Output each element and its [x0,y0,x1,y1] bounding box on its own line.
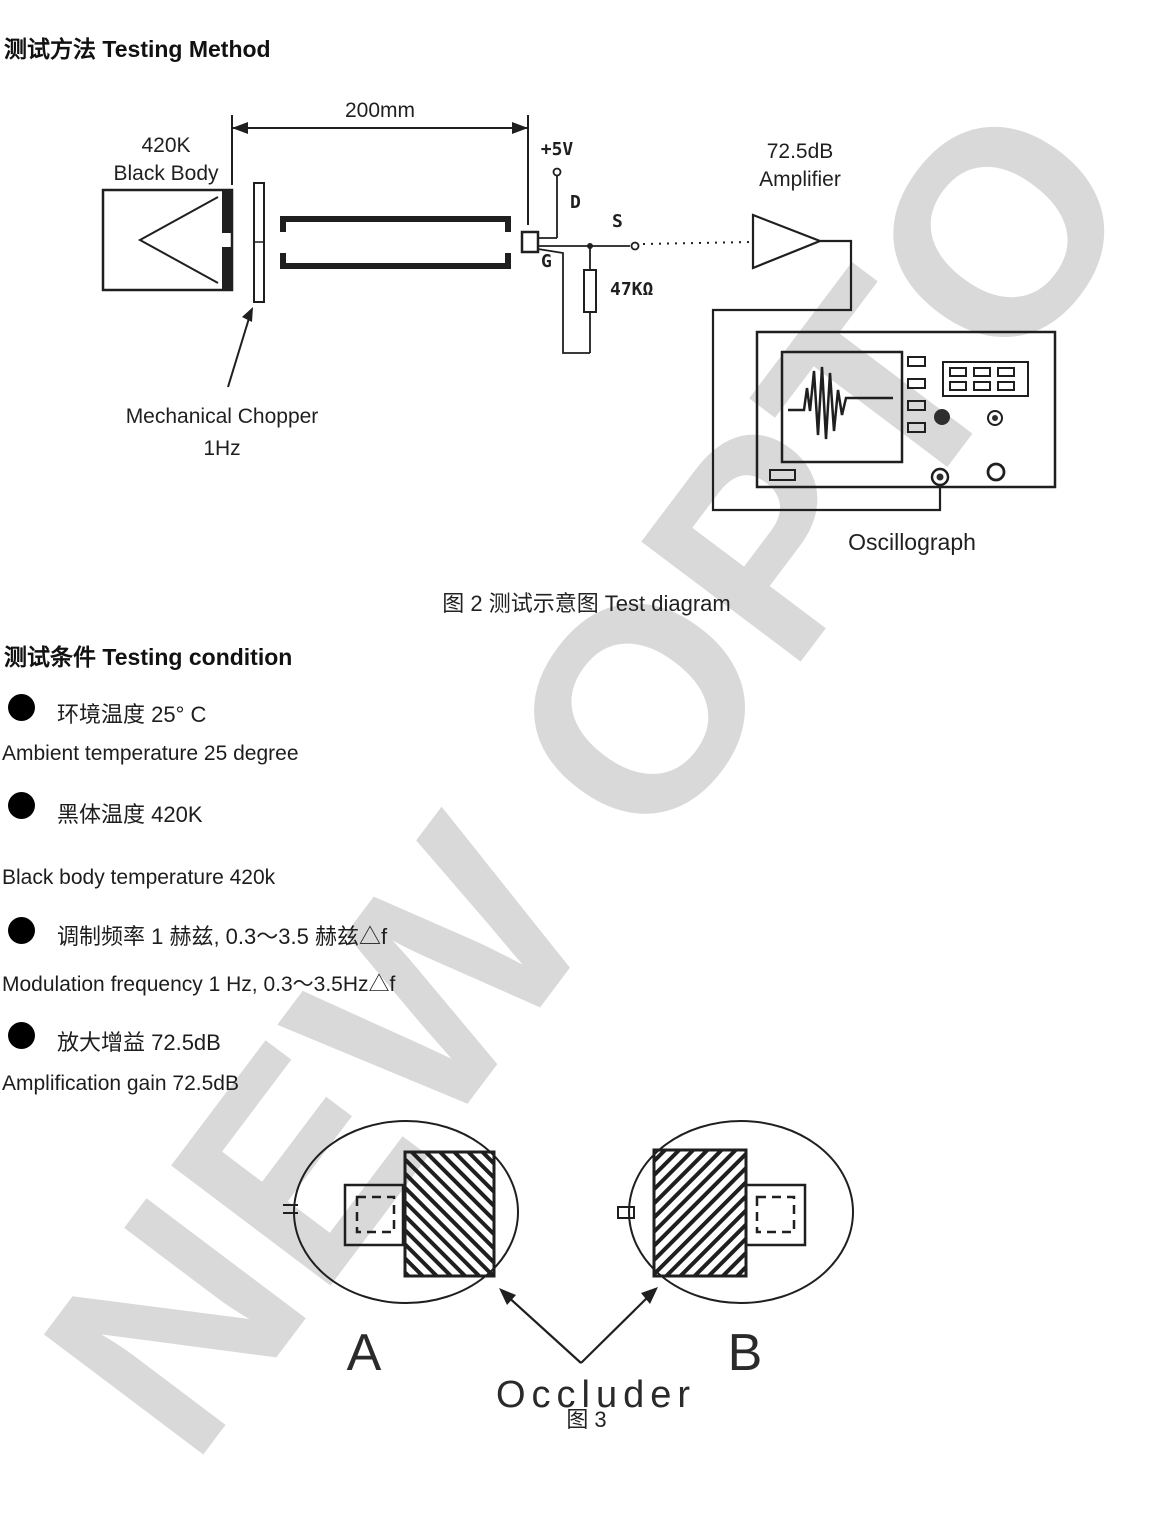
figure3-label-a: A [347,1324,384,1382]
chopper-label-2: 1Hz [203,437,240,460]
figure3-occluder-diagram: A B Occluder [283,1120,854,1415]
oscillograph-screen [780,350,904,464]
sensor-b-window [755,1195,796,1234]
input-connector-knob [930,467,950,487]
figure2-caption: 图 2 测试示意图 Test diagram [442,591,731,616]
distance-label: 200mm [345,99,415,122]
occluder-a [403,1150,496,1278]
occluder-arrows [504,1292,653,1364]
condition-cn-3: 调制频率 1 赫兹, 0.3～3.5 赫兹△f [57,924,388,949]
unit-a-pins [283,1204,298,1214]
source-terminal [630,241,640,251]
amplifier-triangle [751,213,823,270]
screen-side-buttons [907,356,926,433]
sensor-package [520,230,540,254]
dimension-arrow-right [512,122,528,134]
sensor-a-window [355,1195,396,1234]
condition-cn-4: 放大增益 72.5dB [57,1030,221,1055]
dimension-extension-lines [231,115,529,225]
occluder-arrowhead-b [641,1287,658,1304]
drain-wire [538,176,558,239]
condition-en-3: Modulation frequency 1 Hz, 0.3～3.5Hz△f [2,973,396,996]
bullet-icon [8,1022,35,1049]
chopper-arrow [227,314,251,388]
drain-label: D [570,192,581,213]
section-title-testing-method: 测试方法 Testing Method [4,36,271,62]
blackbody-box [101,188,234,292]
amplifier-output-wire [711,239,942,512]
chopper-arrowhead [242,307,253,322]
figure3-label-b: B [728,1324,765,1382]
occluder-arrowhead-a [499,1288,516,1305]
condition-en-4: Amplification gain 72.5dB [2,1072,239,1095]
signal-dotted-line [642,241,752,245]
waveform-trace [788,366,893,440]
amplifier-label-2: Amplifier [759,168,841,191]
sensor-b-body [744,1183,807,1247]
resistor-label: 47KΩ [610,279,654,300]
gate-label: G [541,251,552,272]
oscillograph-box [755,330,1057,489]
blackbody-label-2: Black Body [113,162,219,185]
keypad-panel [942,361,1029,397]
bullet-icon [8,694,35,721]
chopper-blade [253,182,265,303]
condition-en-1: Ambient temperature 25 degree [2,742,299,765]
supply-terminal [552,167,562,177]
gate-ground-wire [537,246,591,354]
occluder-b [652,1148,748,1278]
oscillograph-label: Oscillograph [848,529,976,555]
amplifier-label-1: 72.5dB [767,140,834,163]
bullet-icon [8,917,35,944]
dimension-arrow-left [232,122,248,134]
condition-cn-2: 黑体温度 420K [57,802,203,827]
collimator-tube [280,216,511,269]
sensor-a-body [343,1183,405,1247]
resistor-body [583,269,597,313]
condition-en-2: Black body temperature 420k [2,866,276,889]
occluder-label: Occluder [496,1374,696,1415]
connector-ring [986,462,1006,482]
chopper-label-1: Mechanical Chopper [126,405,319,428]
figure2-test-diagram: 200mm 420K Black Body Mechanical Chopper… [101,99,1057,555]
condition-cn-1: 环境温度 25° C [57,702,207,727]
knob-right [987,410,1003,426]
supply-label: +5V [541,139,574,160]
unit-b-pin-tab [617,1206,635,1219]
source-label: S [612,211,623,232]
figure3-caption: 图 3 [566,1407,607,1432]
power-button [769,469,796,481]
unit-b-ellipse [628,1120,854,1304]
bullet-icon [8,792,35,819]
blackbody-label-1: 420K [141,134,190,157]
knob-left [934,409,950,425]
knob-right-center [992,415,998,421]
input-connector-center [936,473,944,481]
section-title-testing-condition: 测试条件 Testing condition [4,644,293,670]
